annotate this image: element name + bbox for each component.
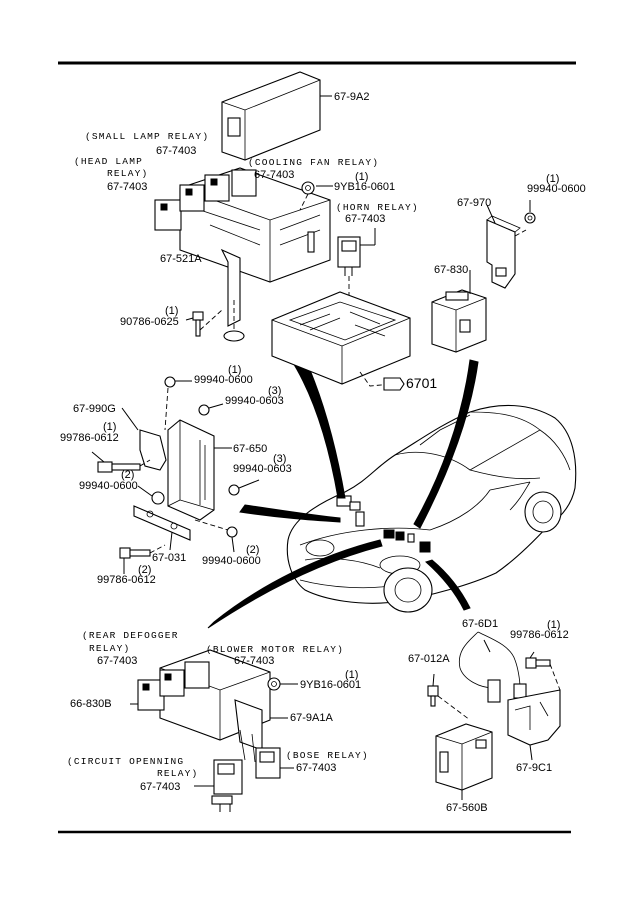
relay-box-assembly: [154, 167, 331, 342]
label-cooling-fan-relay-pn: 67-7403: [254, 169, 294, 181]
label-67-012a: 67-012A: [408, 653, 450, 665]
module-67-560b: [435, 723, 493, 800]
nut-99940-0600-b: [137, 485, 165, 505]
label-rear-defogger-pn: 67-7403: [97, 655, 137, 667]
label-head-lamp-relay-pn: 67-7403: [107, 181, 147, 193]
label-bolt-right-pn: 99786-0612: [510, 629, 569, 641]
label-nut-lower-pn: 9YB16-0601: [300, 679, 361, 691]
label-horn-relay-pn: 67-7403: [345, 213, 385, 225]
label-nut-right-qty: (1): [546, 173, 559, 185]
label-nut-650-qty: (3): [273, 453, 286, 465]
label-rear-defogger-1: (REAR DEFOGGER: [82, 630, 179, 641]
label-67-560b: 67-560B: [446, 802, 488, 814]
label-nut-mid-1-qty: (1): [228, 364, 241, 376]
label-bolt-90786-qty: (1): [165, 305, 178, 317]
label-circuit-opening-1: (CIRCUIT OPENNING: [67, 756, 184, 767]
label-blower-motor: (BLOWER MOTOR RELAY): [206, 644, 344, 655]
label-bolt-99786-a-qty: (1): [103, 421, 116, 433]
label-blower-motor-pn: 67-7403: [234, 655, 274, 667]
label-67-990g: 67-990G: [73, 403, 116, 415]
relay-67-830: [431, 270, 487, 353]
label-bolt-bottom-pn: 99786-0612: [97, 574, 156, 586]
label-cooling-fan-relay: (COOLING FAN RELAY): [248, 157, 379, 168]
label-67-031: 67-031: [152, 552, 186, 564]
relay-bose: [255, 747, 294, 779]
label-bose-relay-pn: 67-7403: [296, 762, 336, 774]
pointer-wedges: [207, 351, 479, 629]
label-nut-mid-1-pn: 99940-0600: [194, 374, 253, 386]
junction-box: [271, 291, 411, 391]
label-67-9c1: 67-9C1: [516, 762, 552, 774]
label-nut-bottom-pn: 99940-0600: [202, 555, 261, 567]
label-bolt-90786-pn: 90786-0625: [120, 316, 179, 328]
label-nut-mid-3-qty: (3): [268, 385, 281, 397]
label-67-830: 67-830: [434, 264, 468, 276]
relay-circuit-opening: [194, 759, 243, 812]
label-small-lamp-relay: (SMALL LAMP RELAY): [85, 131, 209, 142]
label-67-650: 67-650: [233, 443, 267, 455]
bolt-99786-a: [91, 451, 151, 473]
label-head-lamp-relay-2: RELAY): [107, 168, 148, 179]
bracket-67-9c1: [507, 689, 561, 761]
label-head-lamp-relay-1: (HEAD LAMP: [74, 156, 143, 167]
label-nut-650-pn: 99940-0603: [233, 463, 292, 475]
cover-67-9a2: [221, 71, 332, 161]
nut-9yb16-lower: [267, 677, 298, 691]
relay-block-lower: [130, 649, 288, 763]
label-nut-top-qty: (1): [355, 171, 368, 183]
bolt-99786-b: [119, 544, 166, 574]
label-nut-lower-qty: (1): [345, 669, 358, 681]
nut-99940-0600-c: [194, 519, 238, 553]
nut-99940-0603-a: [198, 403, 224, 416]
label-67-9a1a: 67-9A1A: [290, 712, 333, 724]
label-small-lamp-relay-pn: 67-7403: [156, 145, 196, 157]
label-horn-relay: (HORN RELAY): [336, 202, 419, 213]
label-circuit-opening-2: RELAY): [157, 768, 198, 779]
label-nut-mid-3-pn: 99940-0603: [225, 395, 284, 407]
harness-67-6d1: [458, 631, 527, 703]
label-nut-bottom-qty: (2): [246, 544, 259, 556]
label-67-9a2: 67-9A2: [334, 91, 369, 103]
label-67-521a: 67-521A: [160, 253, 202, 265]
label-bose-relay: (BOSE RELAY): [286, 750, 369, 761]
label-67-970: 67-970: [457, 197, 491, 209]
label-66-830b: 66-830B: [70, 698, 112, 710]
label-bolt-99786-a-pn: 99786-0612: [60, 432, 119, 444]
nut-9yb16-top: [299, 181, 333, 211]
label-nut-left-qty: (2): [121, 469, 134, 481]
label-bolt-right-qty: (1): [547, 619, 560, 631]
plate-67-031: [133, 505, 191, 551]
bracket-67-990g: [121, 407, 167, 471]
nut-99940-0603-b: [228, 479, 260, 496]
label-nut-right-pn: 99940-0600: [527, 183, 586, 195]
label-layer: 67-9A2 (SMALL LAMP RELAY) 67-7403 (HEAD …: [60, 91, 586, 814]
bracket-67-970: [486, 204, 527, 289]
label-rear-defogger-2: RELAY): [89, 643, 130, 654]
label-circuit-opening-pn: 67-7403: [140, 781, 180, 793]
nut-99940-right: [524, 200, 536, 224]
label-67-6d1: 67-6D1: [462, 618, 498, 630]
nut-99940-0600-a: [164, 376, 192, 431]
label-6701: 6701: [406, 375, 437, 391]
horn-relay: [337, 228, 376, 296]
label-nut-left-pn: 99940-0600: [79, 480, 138, 492]
bolt-67-012a: [427, 673, 471, 721]
bolt-99786-right: [525, 651, 561, 691]
module-67-650: [167, 419, 232, 521]
label-bolt-bottom-qty: (2): [138, 564, 151, 576]
bolt-90786: [185, 311, 204, 337]
label-nut-top-pn: 9YB16-0601: [334, 181, 395, 193]
